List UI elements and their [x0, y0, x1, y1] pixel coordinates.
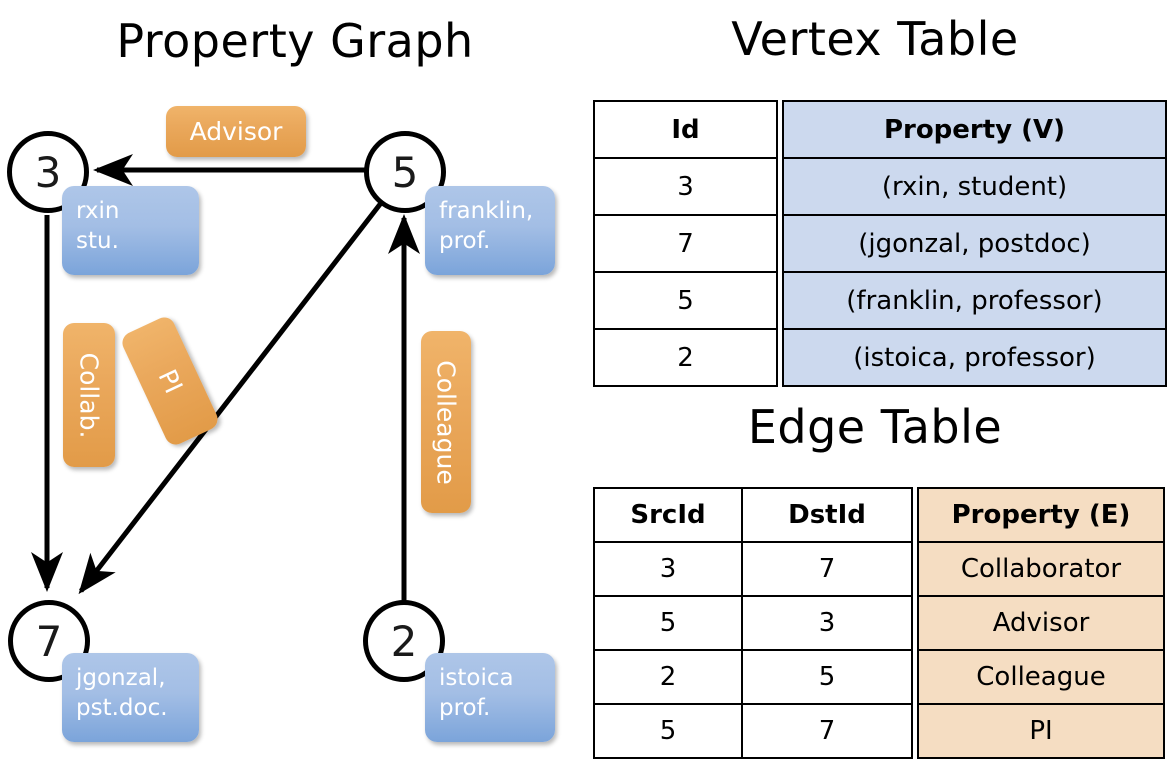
table-row: 7: [595, 216, 776, 273]
table-row: 7: [743, 705, 911, 759]
vertex-table-id-column: Id 3 7 5 2: [593, 100, 778, 387]
table-row: 5: [595, 273, 776, 330]
vertex-property-box-5: franklin, prof.: [425, 186, 555, 275]
edge-label-collab-text: Collab.: [74, 352, 104, 438]
table-row: 3: [595, 159, 776, 216]
edge-table-header-dstid: DstId: [743, 489, 911, 543]
table-row: 5: [595, 597, 741, 651]
edge-table-dstid-column: DstId 7 3 5 7: [741, 487, 913, 759]
vertex-property-line-1: rxin: [76, 198, 120, 224]
vertex-table: Id 3 7 5 2 Property (V) (rxin, student) …: [593, 100, 1167, 387]
graph-node-5-label: 5: [391, 147, 419, 197]
vertex-property-line-1: franklin,: [439, 198, 534, 224]
table-row: 3: [595, 543, 741, 597]
vertex-property-line-1: istoica: [439, 665, 514, 691]
table-row: Advisor: [919, 597, 1163, 651]
table-row: 5: [595, 705, 741, 759]
edge-table: SrcId 3 5 2 5 DstId 7 3 5 7 Property (E)…: [593, 487, 1165, 759]
vertex-property-line-1: jgonzal,: [76, 665, 166, 691]
vertex-table-header-id: Id: [595, 102, 776, 159]
edge-label-advisor: Advisor: [166, 106, 306, 157]
edge-5-to-7: [78, 201, 383, 595]
graph-node-2[interactable]: 2: [363, 600, 445, 682]
graph-node-7-label: 7: [35, 616, 63, 666]
graph-node-5[interactable]: 5: [364, 131, 446, 213]
table-row: PI: [919, 705, 1163, 759]
edge-label-advisor-text: Advisor: [189, 117, 283, 146]
table-row: (jgonzal, postdoc): [784, 216, 1165, 273]
table-row: Colleague: [919, 651, 1163, 705]
edge-table-property-column: Property (E) Collaborator Advisor Collea…: [917, 487, 1165, 759]
table-row: 7: [743, 543, 911, 597]
table-row: 5: [743, 651, 911, 705]
table-row: 2: [595, 330, 776, 387]
edge-table-srcid-column: SrcId 3 5 2 5: [593, 487, 743, 759]
table-row: (rxin, student): [784, 159, 1165, 216]
vertex-property-line-2: stu.: [76, 228, 119, 254]
vertex-property-line-2: prof.: [439, 228, 491, 254]
table-row: 3: [743, 597, 911, 651]
graph-edges-svg: [31, 154, 420, 605]
edge-label-colleague-text: Colleague: [431, 359, 461, 485]
vertex-property-line-2: pst.doc.: [76, 695, 168, 721]
edge-label-collab: Collab.: [63, 323, 115, 467]
edge-label-pi-text: PI: [152, 364, 188, 398]
edge-table-header-srcid: SrcId: [595, 489, 741, 543]
page-title-property-graph: Property Graph: [116, 14, 474, 68]
vertex-table-property-column: Property (V) (rxin, student) (jgonzal, p…: [782, 100, 1167, 387]
table-row: (franklin, professor): [784, 273, 1165, 330]
graph-node-3-label: 3: [34, 147, 62, 197]
vertex-property-box-7: jgonzal, pst.doc.: [62, 653, 199, 742]
graph-node-2-label: 2: [390, 616, 418, 666]
page-title-vertex-table: Vertex Table: [731, 12, 1019, 66]
property-graph-diagram: 3 5 7 2 rxin stu. franklin, prof. jgonza…: [7, 106, 555, 742]
page-title-edge-table: Edge Table: [747, 400, 1003, 454]
table-row: (istoica, professor): [784, 330, 1165, 387]
edge-label-colleague: Colleague: [421, 331, 471, 513]
vertex-property-line-2: prof.: [439, 695, 491, 721]
edge-table-header-property: Property (E): [919, 489, 1163, 543]
vertex-property-box-2: istoica prof.: [425, 653, 555, 742]
table-row: 2: [595, 651, 741, 705]
vertex-table-header-property: Property (V): [784, 102, 1165, 159]
vertex-property-box-3: rxin stu.: [62, 186, 199, 275]
table-row: Collaborator: [919, 543, 1163, 597]
